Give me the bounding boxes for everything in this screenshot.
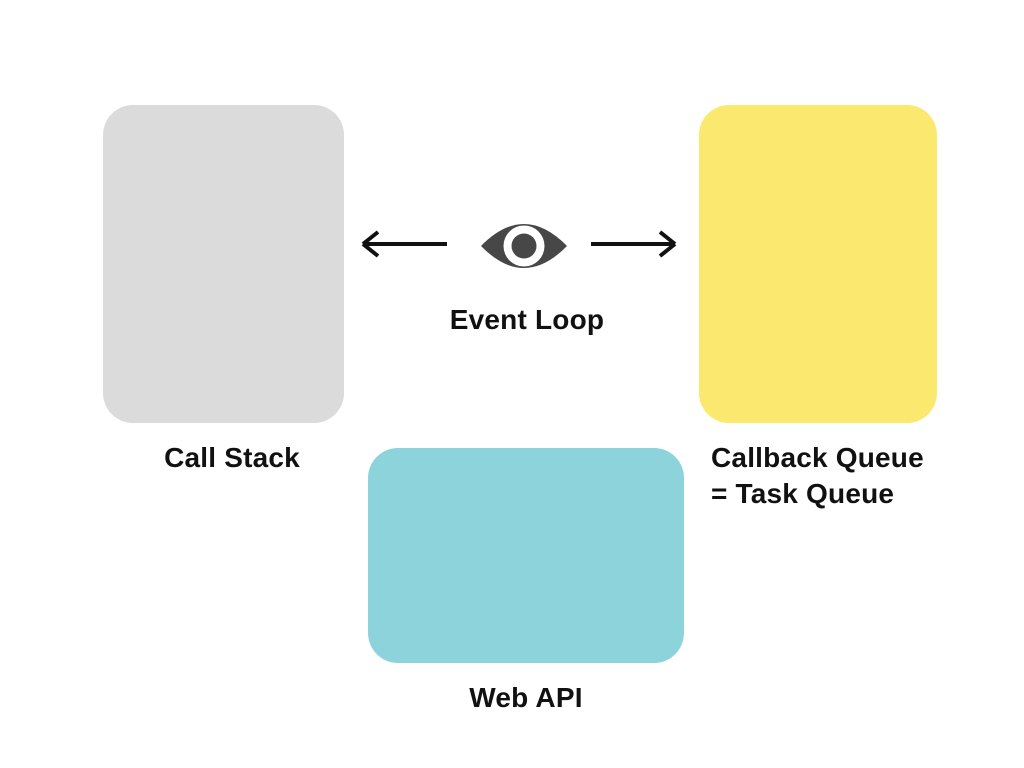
arrow-right-icon: [591, 230, 677, 258]
event-loop-label: Event Loop: [449, 304, 605, 335]
eye-icon: [481, 224, 567, 268]
callback-queue-box: [699, 105, 937, 423]
call-stack-label: Call Stack: [164, 442, 300, 473]
web-api-box: [368, 448, 684, 663]
call-stack-box: [103, 105, 344, 423]
arrow-left-icon: [361, 230, 447, 258]
web-api-label: Web API: [469, 682, 583, 713]
callback-queue-label: Callback Queue = Task Queue: [711, 442, 924, 509]
